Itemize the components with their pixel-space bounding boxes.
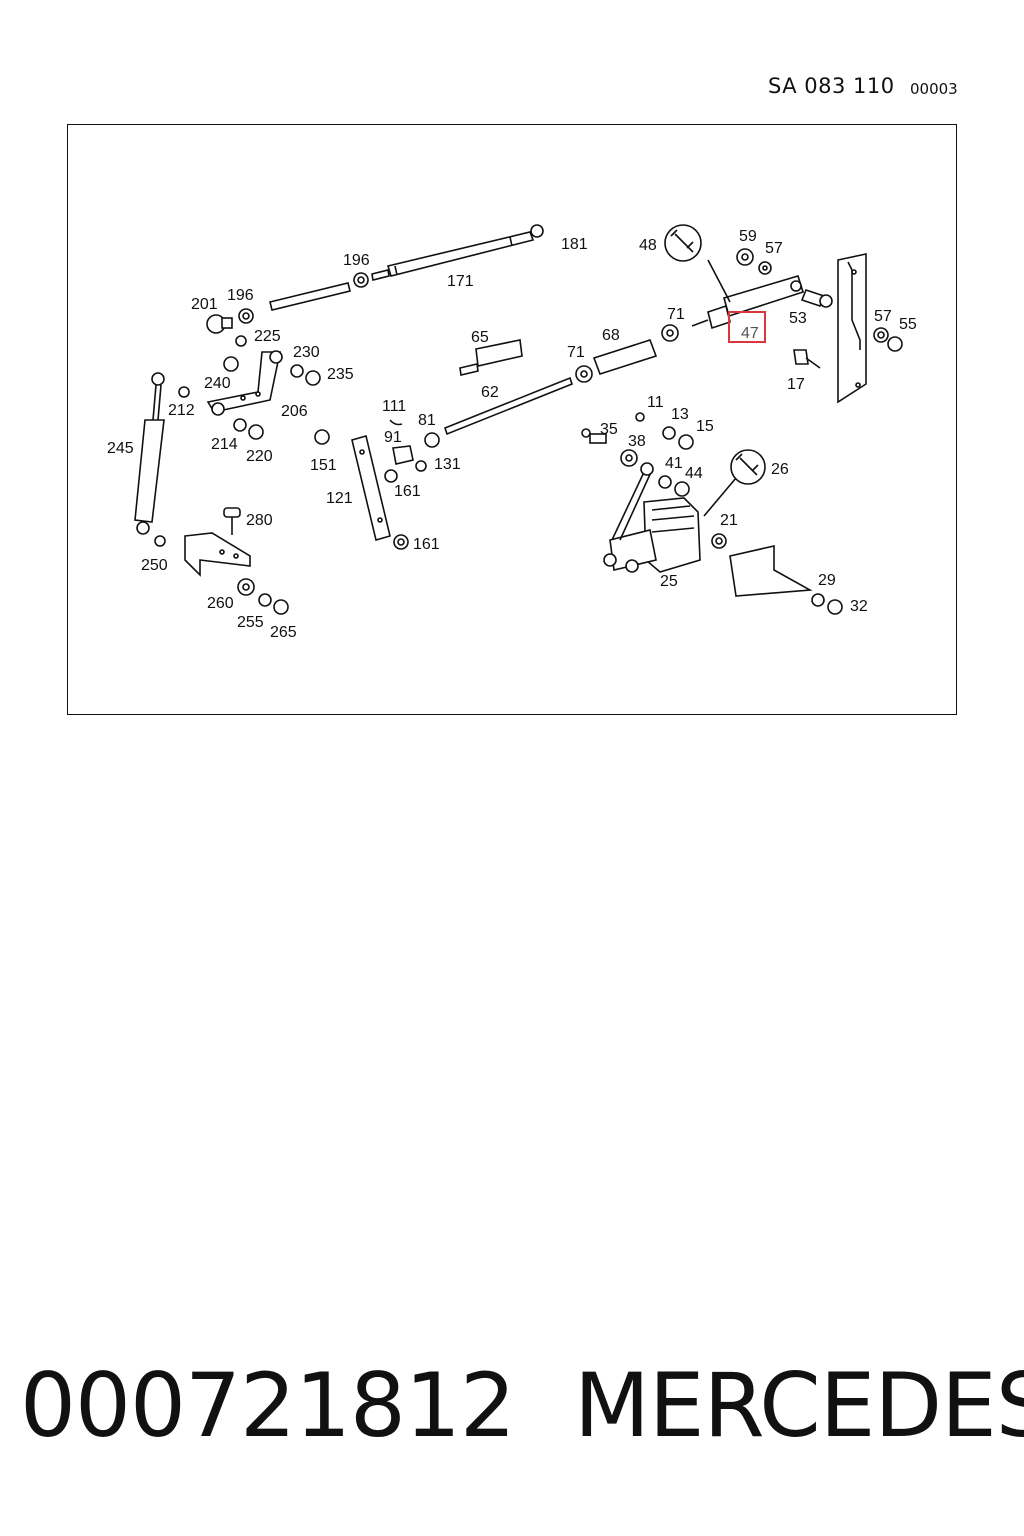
part-label-11[interactable]: 11 [647, 394, 664, 411]
part-label-47[interactable]: 47 [741, 325, 759, 342]
part-label-21[interactable]: 21 [720, 512, 738, 529]
part-label-38[interactable]: 38 [628, 433, 646, 450]
part-label-32[interactable]: 32 [850, 598, 868, 615]
diagram-code: SA 083 110 [768, 74, 895, 98]
fasteners-151-161 [314, 429, 409, 550]
parts-111-81-91-131 [389, 419, 440, 472]
part-label-26[interactable]: 26 [771, 461, 789, 478]
part-label-235[interactable]: 235 [327, 366, 354, 383]
ball-joint-201 [206, 314, 233, 334]
part-label-245[interactable]: 245 [107, 440, 134, 457]
fastener-53 [800, 289, 833, 308]
part-label-250[interactable]: 250 [141, 557, 168, 574]
callout-line-26 [703, 477, 737, 517]
part-labels: 181 196 171 196 201 225 230 235 240 212 206 245 214 2… [107, 228, 917, 641]
nut-71-right [661, 324, 679, 342]
part-label-91[interactable]: 91 [384, 429, 402, 446]
rod-196 [269, 282, 351, 311]
wrench-symbol-48 [664, 224, 702, 262]
bolt-280 [223, 507, 241, 535]
part-label-214[interactable]: 214 [211, 436, 238, 453]
part-label-111[interactable]: 111 [382, 398, 406, 415]
nut-71-left [575, 365, 593, 383]
threaded-rod-62 [444, 376, 573, 436]
part-label-151[interactable]: 151 [310, 457, 337, 474]
bracket-206 [206, 350, 283, 416]
highlight-box-47 [728, 311, 766, 343]
callout-line-48 [707, 259, 731, 303]
part-label-71[interactable]: 71 [667, 306, 685, 323]
part-label-65[interactable]: 65 [471, 329, 489, 346]
fasteners-11-13-15 [635, 412, 694, 450]
sleeve-68 [592, 339, 658, 375]
part-label-53[interactable]: 53 [789, 310, 807, 327]
mounting-plate [837, 253, 867, 404]
part-label-220[interactable]: 220 [246, 448, 273, 465]
diagram-frame [67, 124, 957, 715]
part-label-35[interactable]: 35 [600, 421, 618, 438]
part-label-48[interactable]: 48 [639, 237, 657, 254]
part-label-240[interactable]: 240 [204, 375, 231, 392]
part-label-131[interactable]: 131 [434, 456, 461, 473]
part-label-68[interactable]: 68 [602, 327, 620, 344]
part-label-29[interactable]: 29 [818, 572, 836, 589]
part-label-25[interactable]: 25 [660, 573, 678, 590]
part-number: 000721812 [20, 1354, 516, 1457]
part-label-230[interactable]: 230 [293, 344, 320, 361]
part-label-280[interactable]: 280 [246, 512, 273, 529]
sheet-number: 00003 [910, 80, 958, 98]
part-label-15[interactable]: 15 [696, 418, 714, 435]
part-label-225[interactable]: 225 [254, 328, 281, 345]
part-label-71[interactable]: 71 [567, 344, 585, 361]
bolt-17 [793, 349, 821, 369]
part-label-201[interactable]: 201 [191, 296, 218, 313]
part-label-13[interactable]: 13 [671, 406, 689, 423]
gas-strut-245 [134, 372, 165, 535]
part-label-57[interactable]: 57 [765, 240, 783, 257]
part-label-62[interactable]: 62 [481, 384, 499, 401]
part-label-81[interactable]: 81 [418, 412, 436, 429]
part-label-17[interactable]: 17 [787, 376, 805, 393]
part-label-181[interactable]: 181 [561, 236, 588, 253]
fasteners-225-240 [178, 335, 321, 440]
part-label-206[interactable]: 206 [281, 403, 308, 420]
part-label-55[interactable]: 55 [899, 316, 917, 333]
part-label-57[interactable]: 57 [874, 308, 892, 325]
fasteners-35-38-41-44 [581, 428, 690, 497]
nuts-59-57 [736, 248, 772, 275]
washers-260-265 [237, 578, 289, 615]
bracket-250 [184, 532, 251, 577]
washer-21 [711, 533, 727, 549]
part-label-59[interactable]: 59 [739, 228, 757, 245]
part-label-260[interactable]: 260 [207, 595, 234, 612]
part-label-161[interactable]: 161 [394, 483, 421, 500]
rod-171 [371, 224, 544, 281]
bracket-121 [351, 435, 391, 541]
part-label-121[interactable]: 121 [326, 490, 353, 507]
spacer-65 [459, 339, 523, 376]
fastener-250 [154, 535, 166, 547]
cylinder-47 [691, 275, 804, 330]
part-label-196[interactable]: 196 [343, 252, 370, 269]
part-label-161[interactable]: 161 [413, 536, 440, 553]
part-label-41[interactable]: 41 [665, 455, 683, 472]
wrench-symbol-26 [730, 449, 766, 485]
part-label-44[interactable]: 44 [685, 465, 703, 482]
part-label-255[interactable]: 255 [237, 614, 264, 631]
nut-196-upper [353, 272, 369, 288]
bracket-29-32 [729, 544, 843, 615]
washers-57-55 [873, 327, 903, 352]
part-label-265[interactable]: 265 [270, 624, 297, 641]
part-label-212[interactable]: 212 [168, 402, 195, 419]
brand-name: MERCEDES [574, 1354, 1024, 1457]
valve-assembly-25 [603, 462, 701, 573]
nut-196-lower [238, 308, 254, 324]
part-label-196[interactable]: 196 [227, 287, 254, 304]
part-label-171[interactable]: 171 [447, 273, 474, 290]
